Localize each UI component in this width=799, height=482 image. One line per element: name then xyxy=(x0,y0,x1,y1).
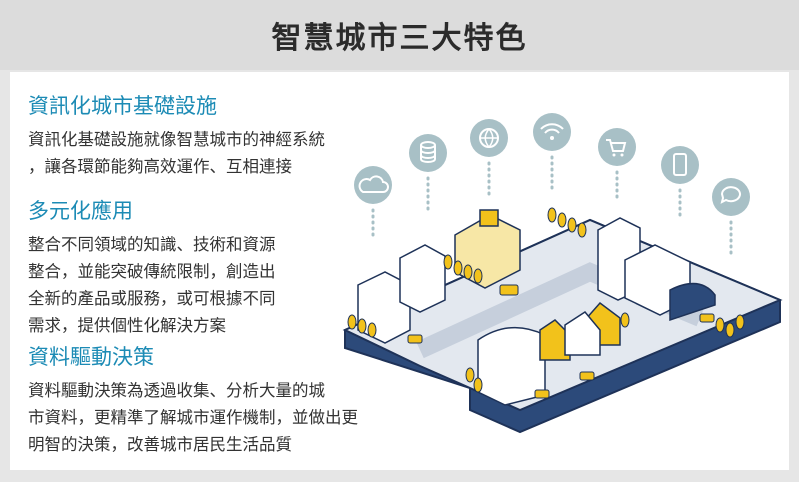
wifi-icon xyxy=(533,113,571,151)
body-line: 資訊化基礎設施就像智慧城市的神經系統 xyxy=(28,130,325,149)
cloud-icon xyxy=(354,166,392,204)
trees xyxy=(347,207,745,393)
section-applications: 多元化應用 整合不同領域的知識、技術和資源 整合，並能突破傳統限制，創造出 全新… xyxy=(28,197,276,339)
section-body: 資訊化基礎設施就像智慧城市的神經系統 ，讓各環節能夠高效運作、互相連接 xyxy=(28,126,325,180)
chat-bubble-icon xyxy=(712,178,750,216)
body-line: 整合，並能突破傳統限制，創造出 xyxy=(28,262,276,281)
title-bar: 智慧城市三大特色 xyxy=(0,0,799,70)
globe-icon xyxy=(470,119,508,157)
body-line: ，讓各環節能夠高效運作、互相連接 xyxy=(28,157,292,176)
section-heading: 多元化應用 xyxy=(28,199,133,223)
cars xyxy=(407,284,715,399)
section-heading: 資料驅動決策 xyxy=(28,345,154,369)
body-line: 市資料，更精準了解城市運作機制，並做出更 xyxy=(28,408,358,427)
body-line: 明智的決策，改善城市居民生活品質 xyxy=(28,435,292,454)
database-icon xyxy=(409,134,447,172)
section-data-driven: 資料驅動決策 資料驅動決策為透過收集、分析大量的城 市資料，更精準了解城市運作機… xyxy=(28,343,358,458)
page-title: 智慧城市三大特色 xyxy=(271,21,528,56)
section-infrastructure: 資訊化城市基礎設施 資訊化基礎設施就像智慧城市的神經系統 ，讓各環節能夠高效運作… xyxy=(28,92,325,180)
body-line: 資料驅動決策為透過收集、分析大量的城 xyxy=(28,381,325,400)
smart-city-illustration xyxy=(342,113,783,434)
section-heading: 資訊化城市基礎設施 xyxy=(28,94,217,118)
body-line: 需求，提供個性化解決方案 xyxy=(28,316,226,335)
shopping-cart-icon xyxy=(598,128,636,166)
body-line: 全新的產品或服務，或可根據不同 xyxy=(28,289,276,308)
section-body: 整合不同領域的知識、技術和資源 整合，並能突破傳統限制，創造出 全新的產品或服務… xyxy=(28,231,276,339)
body-line: 整合不同領域的知識、技術和資源 xyxy=(28,235,276,254)
section-body: 資料驅動決策為透過收集、分析大量的城 市資料，更精準了解城市運作機制，並做出更 … xyxy=(28,377,358,458)
smartphone-icon xyxy=(661,146,699,184)
